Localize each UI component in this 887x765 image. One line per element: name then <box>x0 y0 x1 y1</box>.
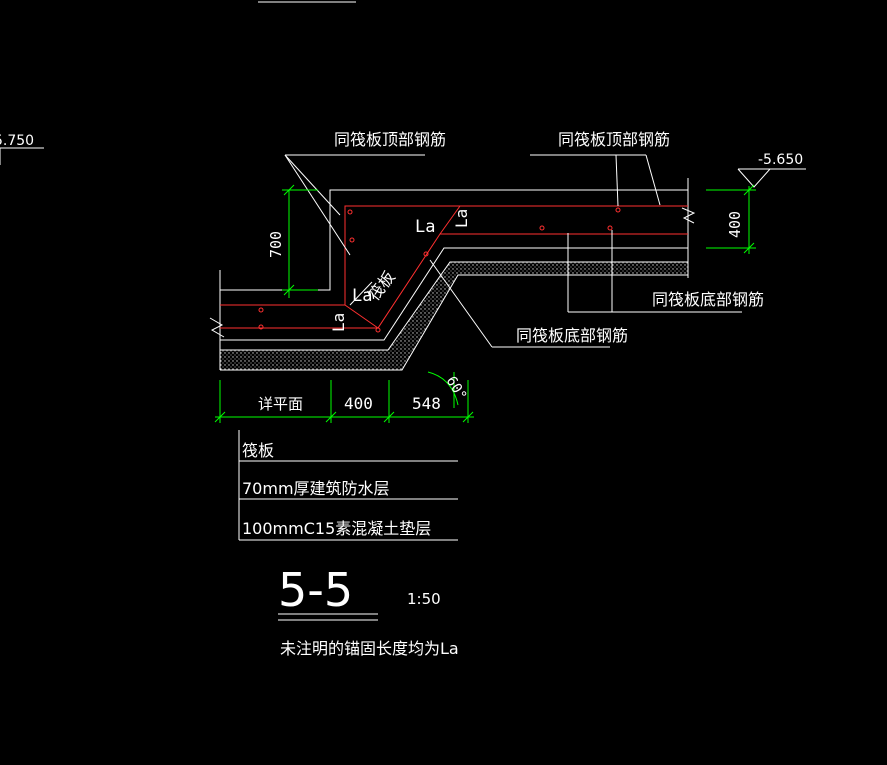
label-la-3: La <box>329 313 348 332</box>
rebar-dots <box>258 207 621 333</box>
legend-layer-3: 100mmC15素混凝土垫层 <box>242 519 431 538</box>
section-scale: 1:50 <box>407 590 441 608</box>
dim-400: 400 <box>344 394 373 413</box>
section-title: 5-5 <box>278 563 353 617</box>
rebar-lines <box>220 205 688 329</box>
right-elevation-marker: -5.650 <box>737 152 806 188</box>
left-elevation-text: 5.750 <box>0 133 34 149</box>
label-la-4: La <box>452 209 471 228</box>
anchorage-note: 未注明的锚固长度均为La <box>280 639 459 658</box>
leader-lines <box>284 154 742 348</box>
label-top-rebar-right: 同筏板顶部钢筋 <box>558 130 670 149</box>
label-top-rebar-left: 同筏板顶部钢筋 <box>334 130 446 149</box>
dim-548: 548 <box>412 394 441 413</box>
section-title-block: 5-5 1:50 未注明的锚固长度均为La <box>278 563 459 658</box>
dim-detail-plan: 详平面 <box>258 395 303 413</box>
cushion-layer-hatch <box>220 262 688 370</box>
right-elevation-text: -5.650 <box>758 152 803 168</box>
label-bottom-rebar-right: 同筏板底部钢筋 <box>652 290 764 309</box>
label-la-1: La <box>415 217 435 237</box>
layer-legend: 筏板 70mm厚建筑防水层 100mmC15素混凝土垫层 <box>238 430 458 541</box>
left-elevation-marker: 5.750 <box>0 133 44 165</box>
dim-angle: 60° <box>443 374 470 404</box>
label-la-2: La <box>352 286 372 306</box>
dimension-lines <box>214 184 756 423</box>
legend-layer-2: 70mm厚建筑防水层 <box>242 479 390 498</box>
legend-layer-1: 筏板 <box>242 441 274 460</box>
dim-700: 700 <box>267 231 285 258</box>
dim-400-vertical: 400 <box>726 211 744 238</box>
label-bottom-rebar-middle: 同筏板底部钢筋 <box>516 326 628 345</box>
slab-outline <box>209 178 696 370</box>
